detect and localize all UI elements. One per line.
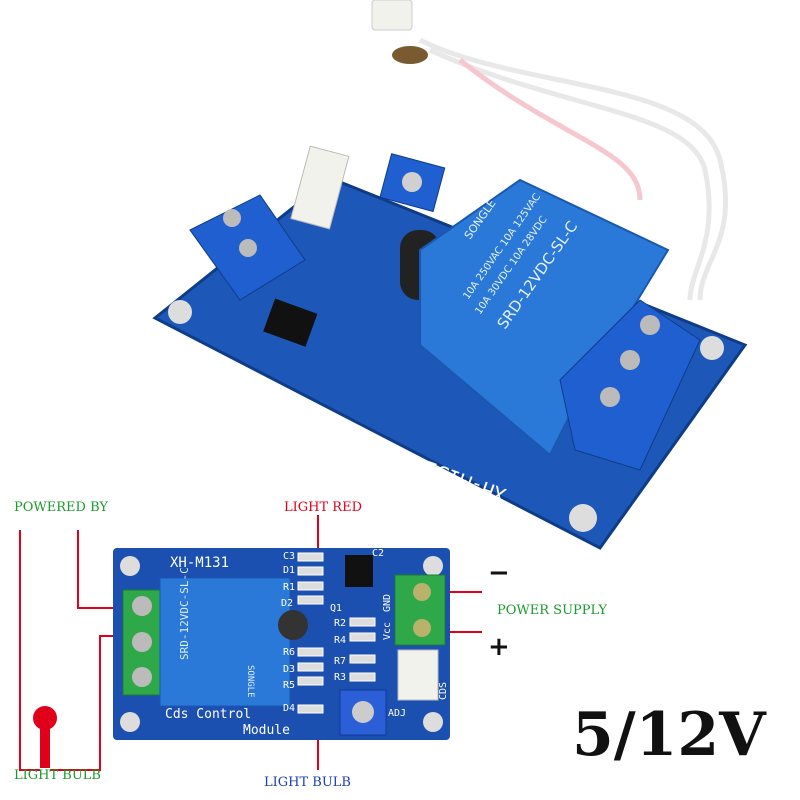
wire xyxy=(19,530,40,771)
board-subtitle: Cds Control xyxy=(165,707,252,722)
silk-d4: D4 xyxy=(283,703,296,714)
light-bulb-label-left: LIGHT BULB xyxy=(14,768,101,783)
module-photo: SRD-12VDC-SL-C 10A 30VDC 10A 28VDC 10A 2… xyxy=(152,0,748,550)
silk-vcc: Vcc xyxy=(382,621,393,640)
minus-sign: − xyxy=(488,558,510,588)
silk-adj: ADJ xyxy=(388,708,407,719)
plus-sign: + xyxy=(488,632,510,662)
capacitor xyxy=(278,610,308,640)
silk-r2: R2 xyxy=(334,618,347,629)
sensor-socket xyxy=(290,145,350,230)
silk-cds: CDS xyxy=(438,681,449,700)
relay-model-text: SRD-12VDC-SL-C xyxy=(178,567,191,660)
silk-r4: R4 xyxy=(334,635,347,646)
sensor-wires xyxy=(418,37,728,301)
powered-by-label: POWERED BY xyxy=(14,500,108,515)
silk-d3: D3 xyxy=(283,664,296,675)
silk-r7: R7 xyxy=(334,656,347,667)
terminal-block-right xyxy=(559,299,701,471)
wire xyxy=(50,635,125,771)
diagram-relay xyxy=(159,577,291,707)
silk-r6: R6 xyxy=(283,647,296,658)
silk-r5: R5 xyxy=(283,680,296,691)
mount-hole xyxy=(569,504,597,532)
silk-d2: D2 xyxy=(281,598,294,609)
silk-q1: Q1 xyxy=(330,603,343,614)
mount-hole xyxy=(168,300,192,324)
silk-c3: C3 xyxy=(283,551,296,562)
mount-hole xyxy=(700,336,724,360)
silk-r3: R3 xyxy=(334,672,347,683)
silk-gnd: GND xyxy=(382,593,393,612)
silk-r1: R1 xyxy=(283,582,296,593)
power-supply-label: POWER SUPPLY xyxy=(497,603,607,618)
light-bulb-icon xyxy=(33,706,57,768)
relay-brand-text: SONGLE xyxy=(245,665,255,698)
voltage-label: 5/12V xyxy=(572,700,766,770)
light-bulb-label-bottom: LIGHT BULB xyxy=(264,775,351,790)
ic-chip xyxy=(345,555,373,587)
wire xyxy=(77,530,125,609)
board-title: XH-M131 xyxy=(170,555,230,571)
silk-c2: C2 xyxy=(372,548,385,559)
light-red-label: LIGHT RED xyxy=(284,500,362,515)
board-subtitle: Module xyxy=(243,723,290,738)
sensor-connector xyxy=(371,0,413,31)
ic-chip xyxy=(263,298,318,347)
photoresistor xyxy=(392,46,428,64)
silk-d1: D1 xyxy=(283,565,296,576)
cds-connector xyxy=(397,649,439,701)
